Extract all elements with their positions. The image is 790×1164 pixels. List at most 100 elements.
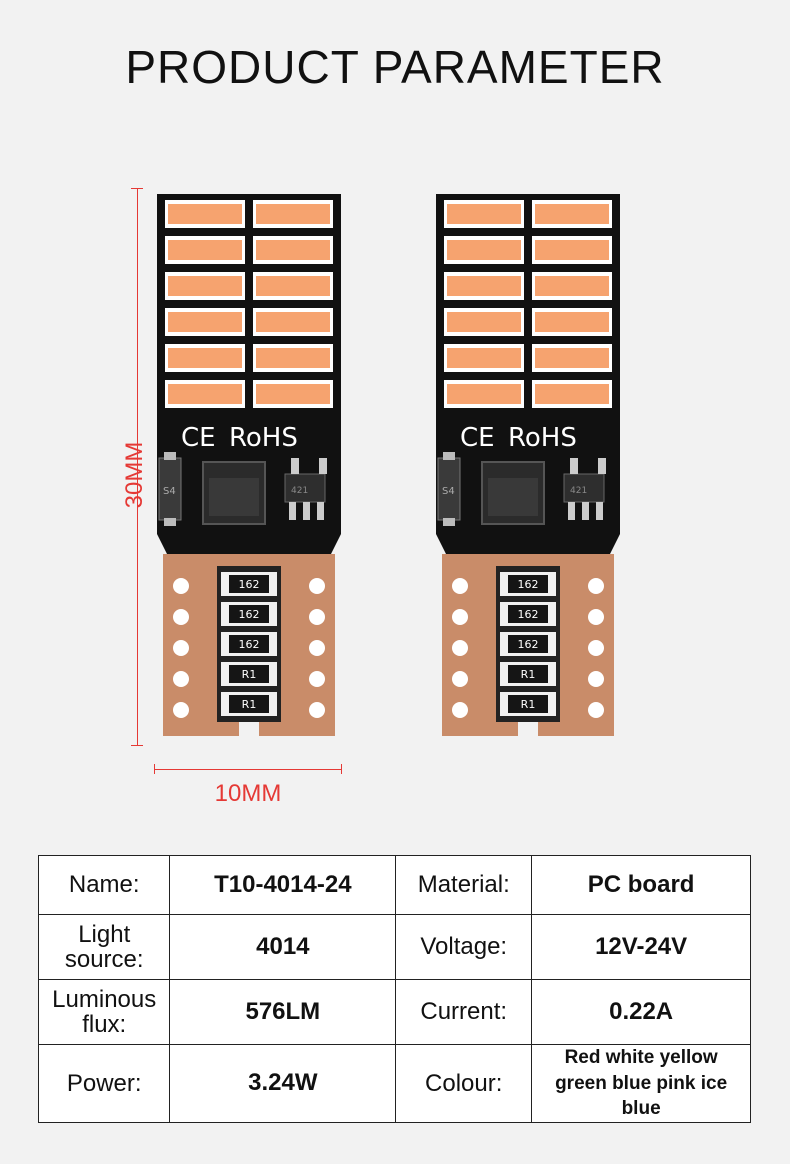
solder-pad: [588, 578, 604, 594]
diode-component: S4: [437, 452, 461, 526]
spec-value: 576LM: [169, 979, 397, 1045]
svg-text:162: 162: [518, 608, 539, 621]
led-chip: [532, 380, 612, 408]
solder-pad: [452, 578, 468, 594]
height-dimension-label: 30MM: [121, 441, 148, 509]
width-dimension-cap-right: [341, 764, 342, 774]
svg-text:421: 421: [291, 486, 308, 496]
led-chip: [165, 344, 245, 372]
resistor: R1: [221, 662, 277, 686]
solder-pad: [173, 640, 189, 656]
solder-pad: [452, 640, 468, 656]
led-chip: [444, 344, 524, 372]
spec-label: Power:: [37, 1044, 171, 1123]
spec-label: Name:: [37, 855, 171, 915]
spec-value: T10-4014-24: [169, 855, 397, 915]
svg-text:162: 162: [239, 638, 260, 651]
solder-pad: [309, 609, 325, 625]
led-chip: [444, 236, 524, 264]
svg-text:162: 162: [239, 578, 260, 591]
ce-mark: CE: [181, 423, 216, 453]
inductor-chip: [481, 461, 545, 525]
led-chip: [165, 200, 245, 228]
spec-value: 4014: [169, 914, 397, 980]
svg-text:R1: R1: [521, 698, 536, 711]
svg-text:421: 421: [570, 486, 587, 496]
height-dimension-line: [137, 188, 138, 746]
led-chip: [444, 308, 524, 336]
led-chip: [444, 200, 524, 228]
rohs-mark: RoHS: [508, 423, 577, 453]
height-dimension-cap-top: [131, 188, 143, 189]
led-chip: [165, 308, 245, 336]
spec-label: Luminous flux:: [37, 979, 171, 1045]
resistor: R1: [500, 692, 556, 716]
led-chip: [165, 380, 245, 408]
led-chip: [532, 272, 612, 300]
resistor: 162: [221, 632, 277, 656]
regulator-chip: 421: [284, 458, 327, 520]
resistor: R1: [221, 692, 277, 716]
solder-pad: [173, 702, 189, 718]
svg-text:162: 162: [518, 578, 539, 591]
resistor: 162: [500, 602, 556, 626]
page-title: PRODUCT PARAMETER: [125, 41, 665, 93]
spec-value: 12V-24V: [531, 914, 751, 980]
led-chip: [444, 272, 524, 300]
led-chip: [253, 272, 333, 300]
led-chip: [253, 380, 333, 408]
svg-text:R1: R1: [242, 698, 257, 711]
height-dimension-cap-bottom: [131, 745, 143, 746]
solder-pad: [588, 640, 604, 656]
width-dimension-cap-left: [154, 764, 155, 774]
svg-text:R1: R1: [242, 668, 257, 681]
solder-pad: [588, 671, 604, 687]
diode-component: S4: [158, 452, 182, 526]
solder-pad: [309, 640, 325, 656]
led-chip: [165, 236, 245, 264]
led-chip: [532, 200, 612, 228]
svg-text:162: 162: [239, 608, 260, 621]
led-chip: [253, 308, 333, 336]
spec-label: Material:: [395, 855, 533, 915]
svg-text:R1: R1: [521, 668, 536, 681]
resistor: 162: [500, 572, 556, 596]
spec-value: PC board: [531, 855, 751, 915]
solder-pad: [588, 702, 604, 718]
solder-pad: [452, 609, 468, 625]
svg-text:162: 162: [518, 638, 539, 651]
solder-pad: [452, 671, 468, 687]
solder-pad: [309, 578, 325, 594]
spec-label: Current:: [395, 979, 533, 1045]
solder-pad: [588, 609, 604, 625]
regulator-chip: 421: [563, 458, 606, 520]
spec-value: Red white yellow green blue pink ice blu…: [531, 1044, 751, 1123]
resistor: 162: [500, 632, 556, 656]
spec-label: Voltage:: [395, 914, 533, 980]
led-chip: [532, 344, 612, 372]
spec-label: Light source:: [37, 914, 171, 980]
spec-label: Colour:: [395, 1044, 533, 1123]
spec-value: 0.22A: [531, 979, 751, 1045]
ce-mark: CE: [460, 423, 495, 453]
led-chip: [532, 308, 612, 336]
led-chip: [253, 236, 333, 264]
resistor: 162: [221, 602, 277, 626]
spec-value: 3.24W: [169, 1044, 397, 1123]
solder-pad: [173, 671, 189, 687]
solder-pad: [452, 702, 468, 718]
led-chip: [165, 272, 245, 300]
solder-pad: [173, 578, 189, 594]
resistor: R1: [500, 662, 556, 686]
width-dimension-line: [154, 769, 342, 770]
width-dimension-label: 10MM: [214, 780, 282, 807]
inductor-chip: [202, 461, 266, 525]
